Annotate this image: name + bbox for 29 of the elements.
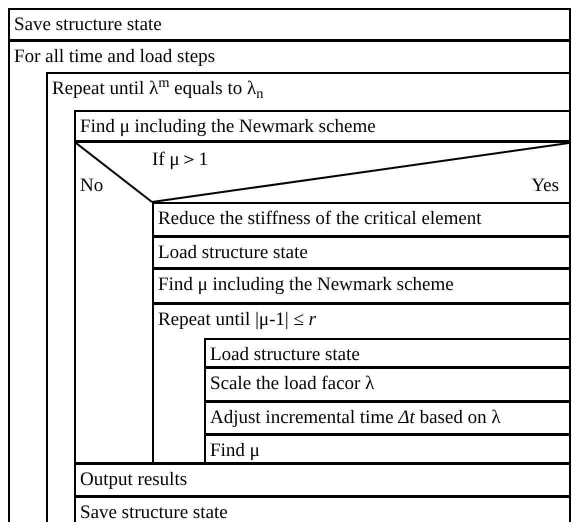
- condition-text: If μ＞1: [152, 148, 208, 172]
- process-box: [152, 236, 571, 269]
- step-text: Load structure state: [210, 343, 360, 367]
- step-text: Scale the load facor λ: [210, 372, 374, 396]
- process-box: [8, 8, 571, 41]
- step-text: Find μ: [210, 439, 260, 463]
- step-text: Find μ including the Newmark scheme: [158, 273, 454, 297]
- process-box: [204, 401, 571, 435]
- process-box: [204, 367, 571, 402]
- branch-label: Yes: [531, 174, 559, 198]
- process-box: [152, 202, 571, 237]
- process-box: [74, 110, 571, 142]
- process-box: [152, 268, 571, 304]
- loop-condition: Repeat until |μ-1| ≤ r: [158, 308, 316, 332]
- process-box: [74, 463, 571, 497]
- process-box: [204, 434, 571, 464]
- branch-label: No: [80, 174, 104, 198]
- step-text: Adjust incremental time Δt based on λ: [210, 406, 501, 430]
- step-text: Save structure state: [14, 13, 162, 37]
- step-text: Reduce the stiffness of the critical element: [158, 207, 482, 231]
- loop-condition: For all time and load steps: [14, 45, 216, 69]
- loop-condition: Repeat until λ$^{m}$ equals to λ$_{n}$: [52, 74, 264, 104]
- decision-block: [74, 141, 571, 464]
- loop-box: [152, 303, 571, 464]
- step-text: Find μ including the Newmark scheme: [80, 115, 376, 139]
- process-box: [204, 338, 571, 368]
- step-text: Load structure state: [158, 241, 308, 265]
- step-text: Output results: [80, 468, 188, 492]
- step-text: Save structure state: [80, 501, 228, 522]
